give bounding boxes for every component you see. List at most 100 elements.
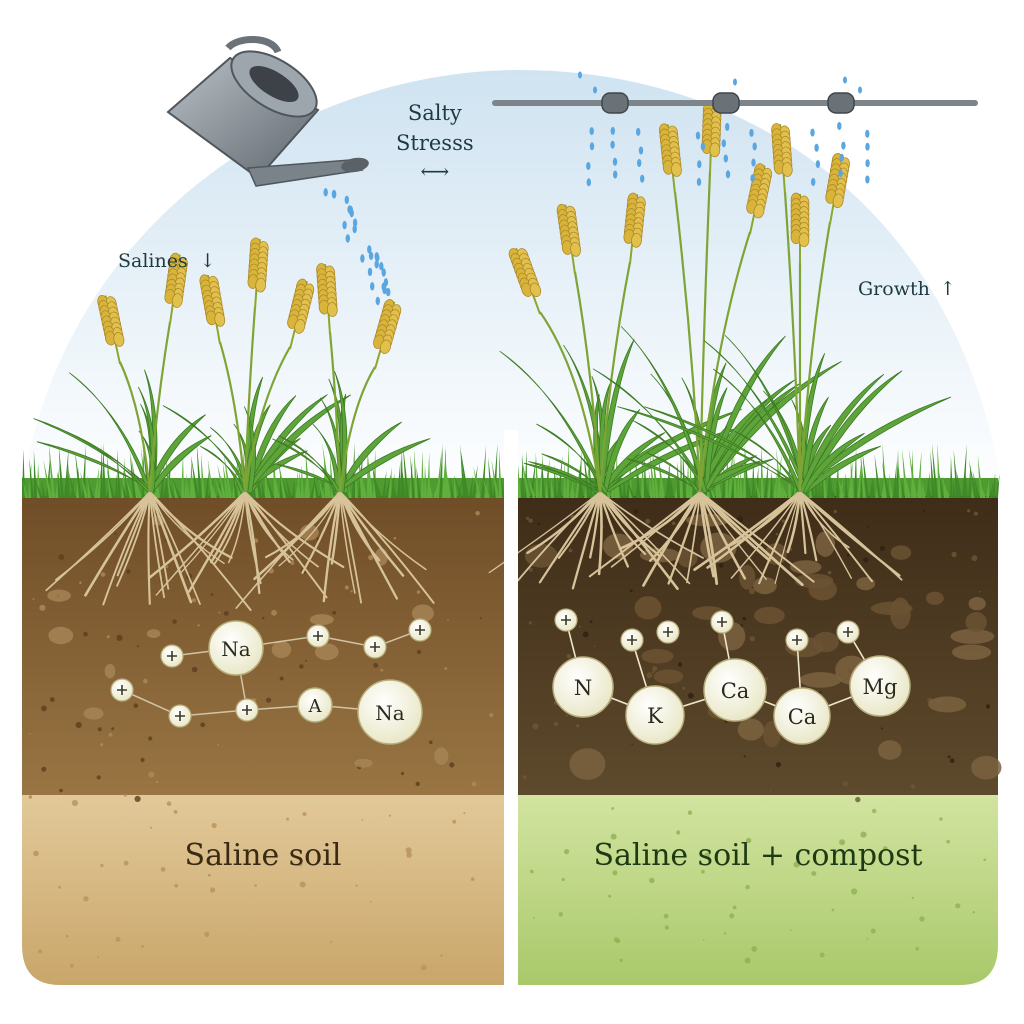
water-drop: [700, 142, 706, 151]
soil-speck: [880, 727, 883, 730]
grass-blade: [881, 461, 890, 498]
soil-speck: [143, 678, 148, 684]
grass-blade: [328, 475, 337, 498]
grass-blade: [488, 457, 493, 498]
grass-blade: [901, 479, 905, 498]
grass-blade: [482, 477, 490, 498]
soil-speck: [368, 554, 374, 561]
grass-blade: [818, 475, 821, 498]
stem: [328, 331, 342, 493]
left-ion-a: A: [297, 687, 333, 723]
root: [102, 491, 151, 606]
small-ion-marker: [110, 678, 134, 702]
grass-blade: [731, 476, 734, 498]
soil-speck: [522, 775, 527, 780]
grass-blade: [272, 463, 280, 498]
leaf: [335, 438, 431, 493]
grass-blade: [977, 454, 983, 498]
compost-clump: [569, 748, 606, 780]
root: [116, 491, 151, 587]
small-ion-marker: [160, 644, 184, 668]
soil-speck: [528, 567, 533, 572]
wheat-spike: [164, 252, 188, 325]
grass-blade: [318, 476, 325, 498]
soil-speck: [83, 896, 89, 902]
irrigation-pipe: [492, 92, 978, 114]
water-drop: [838, 169, 843, 178]
soil-speck: [939, 817, 943, 821]
water-drop: [578, 71, 582, 79]
soil-speck: [114, 532, 117, 536]
grass-blade: [648, 470, 653, 498]
soil-speck: [155, 780, 159, 784]
soil-speck: [867, 525, 870, 528]
grass-blade: [187, 480, 190, 498]
grass-blade: [670, 474, 674, 498]
grass-blade: [450, 476, 454, 498]
water-drop: [723, 154, 728, 163]
soil-speck: [59, 788, 63, 793]
soil-speck: [827, 570, 832, 575]
water-drop: [721, 139, 726, 148]
small-ion-marker: [710, 610, 734, 634]
ion-label: N: [574, 676, 592, 700]
root: [526, 490, 602, 555]
soil-speck: [790, 929, 792, 932]
grass-blade: [857, 454, 863, 498]
soil-speck: [134, 795, 141, 803]
grass-blade: [208, 478, 214, 498]
soil-speck: [872, 808, 877, 814]
grass-blade: [767, 476, 771, 498]
grass-blade: [322, 442, 331, 498]
water-drop: [697, 160, 702, 169]
grass-blade: [641, 454, 644, 498]
compost-clump: [928, 696, 967, 713]
soil-speck: [449, 762, 455, 768]
wheat-plant: [33, 252, 212, 493]
grass-blade: [460, 449, 469, 498]
root: [667, 490, 702, 585]
soil-speck: [299, 881, 306, 888]
stem: [243, 306, 257, 493]
right-ion-mg: Mg: [849, 655, 911, 717]
soil-speck: [298, 861, 303, 867]
root: [339, 491, 356, 594]
soil-speck: [116, 634, 123, 642]
ion-label: Na: [221, 637, 251, 661]
water-drop: [696, 177, 702, 186]
leaf: [713, 368, 804, 493]
grass-blade: [848, 459, 853, 498]
root: [210, 490, 247, 564]
water-drop: [586, 178, 591, 187]
grass-blade: [168, 480, 175, 498]
root: [187, 490, 247, 593]
soil-speck: [262, 616, 265, 620]
root: [149, 491, 165, 599]
water-drop: [381, 268, 386, 277]
soil-speck: [612, 870, 618, 876]
soil-speck: [149, 826, 152, 829]
leaf: [499, 350, 606, 493]
wheat-spike: [508, 247, 542, 315]
leaf: [803, 445, 881, 493]
root: [538, 490, 602, 584]
soil-speck: [979, 590, 981, 593]
compost-clump: [799, 672, 842, 688]
small-ion-marker: [363, 635, 387, 659]
soil-speck: [561, 877, 565, 882]
root: [227, 491, 246, 564]
stem: [119, 361, 152, 493]
leaf: [798, 373, 885, 493]
soil-speck: [290, 561, 295, 565]
ion-label: A: [308, 696, 323, 717]
grass-blade: [391, 476, 397, 498]
soil-speck: [911, 896, 914, 900]
root: [599, 491, 704, 559]
wheat-plants: [33, 102, 952, 493]
ion-label: Ca: [788, 705, 817, 729]
soil-speck: [421, 964, 427, 971]
soil-speck: [972, 911, 975, 914]
water-drop: [843, 76, 847, 84]
grass-blade: [898, 461, 902, 498]
soil-speckles: [28, 509, 991, 971]
